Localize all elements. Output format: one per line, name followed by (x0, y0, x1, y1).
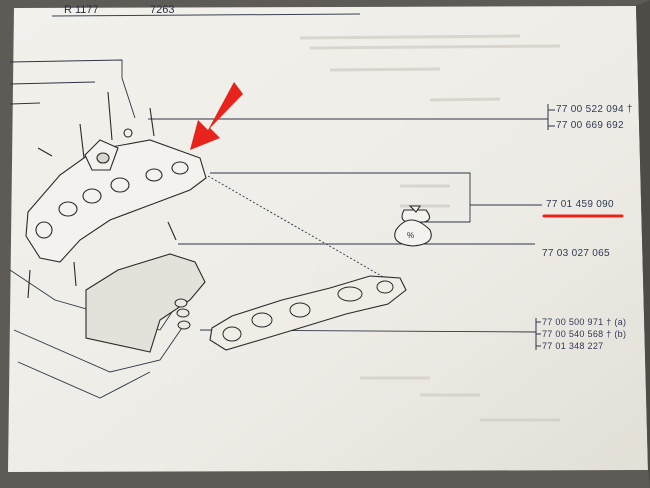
part-number-4a: 77 00 500 971 † (a) (542, 317, 627, 327)
svg-text:%: % (407, 231, 414, 240)
manifold-drawing (25, 91, 207, 299)
part-number-2: 77 01 459 090 (546, 199, 614, 210)
part-number-1a: 77 00 522 094 † (556, 104, 633, 115)
part-number-3: 77 03 027 065 (542, 248, 610, 259)
nuts-drawing (174, 298, 191, 330)
part-number-1b: 77 00 669 692 (556, 120, 624, 131)
header-ref: R 1177 (64, 4, 99, 16)
gasket-drawing (209, 275, 407, 351)
part-number-4c: 77 01 348 227 (542, 341, 604, 351)
arrow-icon (190, 82, 243, 150)
paper-sheet (8, 6, 648, 472)
heat-shield-drawing (85, 253, 206, 353)
header-codes: 7263 (150, 4, 175, 16)
part-number-4b: 77 00 540 568 † (b) (542, 329, 627, 339)
money-bag-icon: % (394, 205, 432, 247)
